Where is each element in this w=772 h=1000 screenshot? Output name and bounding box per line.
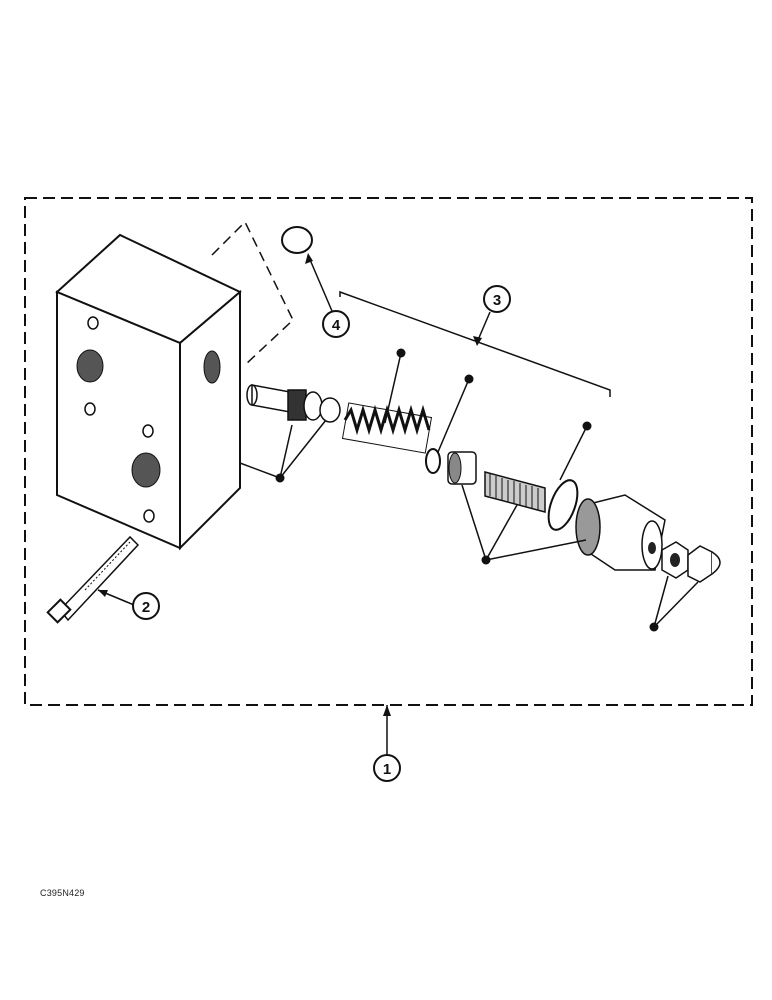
assembly-boundary <box>24 197 753 706</box>
valve-cap <box>575 494 666 571</box>
o-ring-large <box>547 479 579 531</box>
figure-code: C395N429 <box>40 888 85 898</box>
callout-1: 1 <box>373 754 401 782</box>
valve-block <box>55 233 242 551</box>
kit-markers <box>239 348 699 632</box>
jam-nut <box>661 541 689 579</box>
callout-4: 4 <box>322 310 350 338</box>
arrowhead-1 <box>383 705 391 716</box>
callout-1-label: 1 <box>383 761 391 778</box>
seat-sleeve <box>447 451 477 485</box>
bracket-3 <box>339 290 611 397</box>
adjusting-screw <box>484 471 546 513</box>
callout-2: 2 <box>132 592 160 620</box>
phantom-port-outline <box>211 220 294 366</box>
spring <box>341 402 433 454</box>
poppet <box>246 384 341 423</box>
callout-3-label: 3 <box>493 292 501 309</box>
callout-3: 3 <box>483 285 511 313</box>
o-ring-small <box>425 448 441 474</box>
leader-3 <box>477 311 491 341</box>
bolt <box>46 535 140 624</box>
o-ring-4 <box>281 226 313 254</box>
leader-4 <box>307 254 333 312</box>
callout-2-label: 2 <box>142 599 150 616</box>
callout-4-label: 4 <box>332 317 341 334</box>
acorn-nut <box>687 545 721 583</box>
arrowhead-4 <box>305 253 313 264</box>
arrowhead-2 <box>98 590 108 597</box>
arrowhead-3 <box>473 336 482 346</box>
